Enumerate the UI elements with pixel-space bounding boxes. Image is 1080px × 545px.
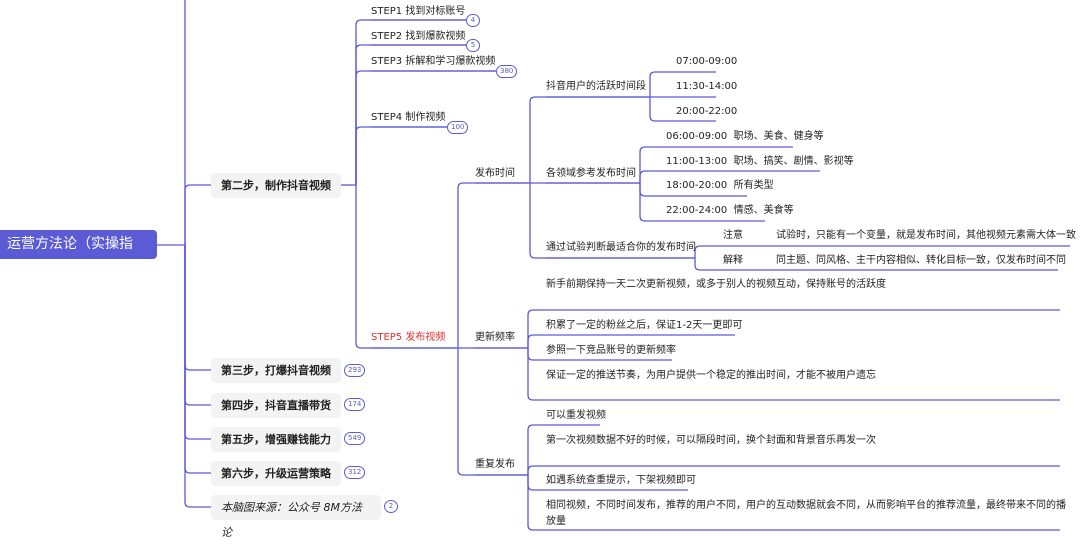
desc: 职场、美食、健身等 — [733, 131, 824, 142]
time-item[interactable]: 11:30-14:00 — [676, 81, 738, 92]
connector — [355, 19, 466, 185]
node-step-six[interactable]: 第六步，升级运营策略 — [211, 461, 341, 486]
time-item[interactable]: 07:00-09:00 — [676, 56, 738, 67]
node-step-two[interactable]: 第二步，制作抖音视频 — [211, 173, 341, 198]
frequency-item[interactable]: 参照一下竞品账号的更新频率 — [546, 345, 676, 356]
repost-item[interactable]: 相同视频，不同时间发布，推荐的用户不同，用户的互动数据就会不同，从而影响平台的推… — [546, 500, 1066, 527]
connector — [355, 126, 447, 185]
connector — [529, 96, 650, 183]
collapsed-count-badge[interactable]: 2 — [384, 500, 398, 513]
node-publish-time[interactable]: 发布时间 — [475, 168, 515, 179]
collapsed-count-badge[interactable]: 100 — [447, 121, 469, 134]
frequency-item[interactable]: 新手前期保持一天二次更新视频，或多于别人的视频互动，保持账号的活跃度 — [546, 279, 886, 290]
time-item[interactable]: 20:00-22:00 — [676, 106, 738, 117]
connector — [639, 146, 793, 183]
test-key[interactable]: 解释 — [723, 255, 743, 266]
connector — [355, 70, 496, 185]
time: 22:00-24:00 — [666, 205, 728, 216]
connector — [355, 44, 466, 185]
collapsed-count-badge[interactable]: 5 — [466, 39, 480, 52]
repost-item[interactable]: 可以重发视频 — [546, 410, 606, 421]
connector — [527, 424, 600, 475]
repost-item[interactable]: 如遇系统查重提示，下架视频即可 — [546, 475, 696, 486]
node-step-four[interactable]: 第四步，抖音直播带货 — [211, 393, 341, 418]
connector — [694, 258, 1058, 271]
connector — [457, 182, 530, 348]
root-label: 运营方法论（实操指南） — [7, 236, 133, 252]
collapsed-count-badge[interactable]: 312 — [344, 466, 366, 479]
connector — [184, 184, 211, 245]
node-active-time[interactable]: 抖音用户的活跃时间段 — [546, 81, 646, 92]
desc: 情感、美食等 — [733, 205, 794, 216]
repost-item[interactable]: 第一次视频数据不好的时候，可以隔段时间，换个封面和背景音乐再发一次 — [546, 435, 876, 446]
connector — [527, 348, 1060, 401]
field-time-item[interactable]: 22:00-24:00 情感、美食等 — [666, 204, 794, 218]
connector — [527, 475, 1060, 531]
node-step-five[interactable]: 第五步，增强赚钱能力 — [211, 427, 341, 452]
time: 11:00-13:00 — [666, 156, 728, 167]
time: 06:00-09:00 — [666, 131, 728, 142]
connector — [527, 309, 1060, 348]
node-source[interactable]: 本脑图来源：公众号 8M方法论 — [211, 495, 381, 539]
test-value[interactable]: 试验时，只能有一个变量，就是发布时间，其他视频元素需大体一致 — [776, 230, 1076, 241]
node-step3[interactable]: STEP3 拆解和学习爆款视频 — [371, 56, 496, 67]
connector — [184, 245, 211, 371]
desc: 所有类型 — [733, 180, 774, 191]
collapsed-count-badge[interactable]: 549 — [344, 432, 366, 445]
node-step1[interactable]: STEP1 找到对标账号 — [371, 6, 466, 17]
root-node[interactable]: 运营方法论（实操指南） — [0, 230, 157, 259]
test-value[interactable]: 同主题、同风格、主干内容相似、转化目标一致，仅发布时间不同 — [776, 255, 1066, 266]
connector — [527, 334, 735, 348]
node-step4[interactable]: STEP4 制作视频 — [371, 112, 446, 123]
connector — [355, 185, 458, 349]
field-time-item[interactable]: 06:00-09:00 职场、美食、健身等 — [666, 130, 824, 144]
desc: 职场、搞笑、剧情、影视等 — [733, 156, 854, 167]
node-field-time[interactable]: 各领域参考发布时间 — [546, 168, 636, 179]
frequency-item[interactable]: 保证一定的推送节奏，为用户提供一个稳定的推出时间，才能不被用户遗忘 — [546, 370, 876, 381]
time: 18:00-20:00 — [666, 180, 728, 191]
collapsed-count-badge[interactable]: 380 — [496, 65, 518, 78]
connector — [184, 245, 211, 508]
connector — [527, 465, 1060, 475]
connector — [184, 245, 211, 440]
connector — [639, 183, 765, 222]
collapsed-count-badge[interactable]: 293 — [344, 364, 366, 377]
connector — [529, 183, 695, 259]
node-frequency[interactable]: 更新频率 — [475, 332, 515, 343]
collapsed-count-badge[interactable]: 174 — [344, 398, 366, 411]
test-key[interactable]: 注意 — [723, 230, 743, 241]
node-repost[interactable]: 重复发布 — [475, 459, 515, 470]
node-step2[interactable]: STEP2 找到爆款视频 — [371, 31, 466, 42]
field-time-item[interactable]: 18:00-20:00 所有类型 — [666, 179, 774, 193]
connector — [184, 245, 211, 406]
node-step5[interactable]: STEP5 发布视频 — [371, 332, 446, 343]
connector — [649, 97, 716, 122]
connector — [457, 348, 528, 476]
collapsed-count-badge[interactable]: 4 — [466, 14, 480, 27]
node-step-three[interactable]: 第三步，打爆抖音视频 — [211, 358, 341, 383]
field-time-item[interactable]: 11:00-13:00 职场、搞笑、剧情、影视等 — [666, 155, 854, 169]
frequency-item[interactable]: 积累了一定的粉丝之后，保证1-2天一更即可 — [546, 320, 743, 331]
connector — [639, 170, 820, 183]
node-test[interactable]: 通过试验判断最适合你的发布时间 — [546, 242, 696, 253]
connector — [649, 71, 716, 97]
connector — [694, 245, 1070, 258]
